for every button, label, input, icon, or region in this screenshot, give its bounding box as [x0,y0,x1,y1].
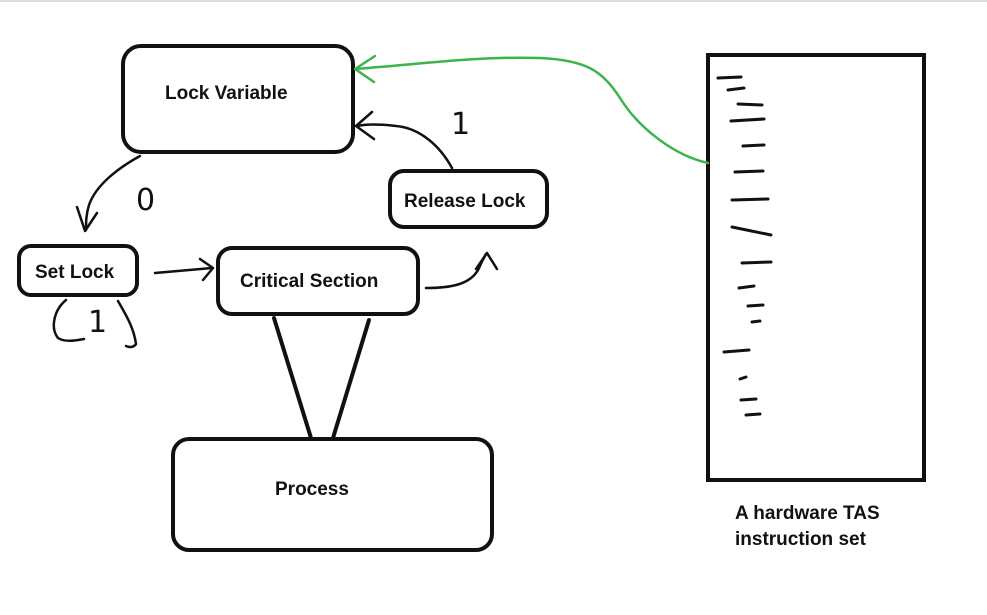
set-lock-self-loop [52,298,138,349]
arrow-critical-to-release [424,252,488,290]
process-links [272,316,371,440]
arrow-set-to-critical-head [198,257,215,282]
hardware-caption: A hardware TAS instruction set [735,501,880,553]
tas-link-arrow [353,54,710,165]
node-lock-variable-label: Lock Variable [165,83,288,104]
node-set-lock-label: Set Lock [35,262,115,283]
arrow-critical-to-release-head [474,251,499,271]
arrow-lock-to-set [84,154,142,232]
edge-label-lock-to-set: 0 [136,183,155,218]
edge-label-set-self-loop: 1 [88,305,107,340]
hardware-tas-box [706,53,926,482]
arrow-release-to-lock-head [354,110,376,141]
node-release-lock: Release Lock [388,169,549,229]
node-release-lock-label: Release Lock [404,191,526,212]
arrow-lock-to-set-head [75,205,99,233]
arrow-set-to-critical [153,266,214,275]
hardware-caption-line-2: instruction set [735,529,866,550]
edge-label-release-to-lock: 1 [451,107,470,142]
hardware-caption-line-1: A hardware TAS [735,503,880,524]
node-critical-section: Critical Section [216,246,420,316]
node-lock-variable: Lock Variable [121,44,355,154]
instruction-ticks [716,75,773,417]
top-border [0,0,987,2]
flow-arrows [52,110,499,349]
node-process: Process [171,437,494,552]
node-critical-section-label: Critical Section [240,271,378,292]
arrow-release-to-lock [355,123,454,170]
node-process-label: Process [275,479,349,500]
node-set-lock: Set Lock [17,244,139,297]
